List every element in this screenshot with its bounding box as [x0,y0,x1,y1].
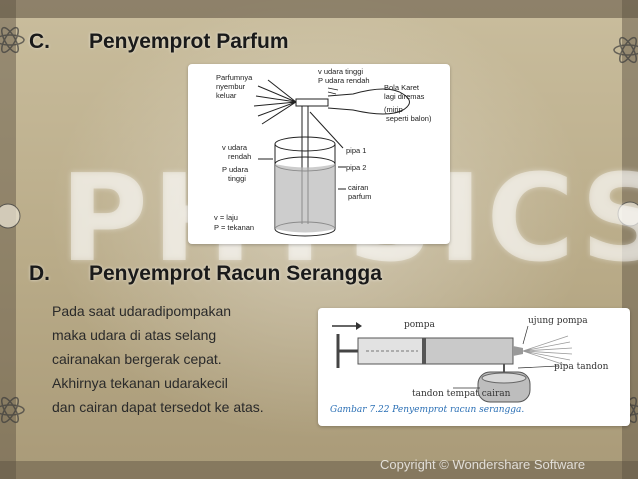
body-line: Akhirnya tekanan udarakecil [52,375,228,391]
copyright-text: Copyright © Wondershare Software [380,457,586,472]
label-ujung-pompa: ujung pompa [528,316,588,326]
label-pipa-1: pipa 1 [346,146,367,155]
label-cairan-2: parfum [348,192,372,201]
label-parfum-keluar-2: nyembur [216,82,246,91]
label-pompa: pompa [404,320,435,330]
label-v-rendah-1: v udara [222,143,248,152]
body-paragraph: Pada saat udaradipompakan maka udara di … [52,299,264,419]
label-legend-v: v = laju [214,213,238,222]
label-pipa-tandon: pipa tandon [554,362,609,372]
label-bola-karet-4: seperti balon) [386,114,432,123]
body-line: maka udara di atas selang [52,327,217,343]
label-v-rendah-3: P udara [222,165,249,174]
body-line: Pada saat udaradipompakan [52,303,232,319]
label-bola-karet-1: Bola Karet [384,83,420,92]
label-v-rendah-4: tinggi [228,174,246,183]
label-parfum-keluar-1: Parfumnya [216,73,253,82]
label-v-rendah-2: rendah [228,152,252,161]
label-pipa-2: pipa 2 [346,163,367,172]
section-c-title: Penyemprot Parfum [89,30,289,53]
section-c-letter: C. [29,30,50,53]
insect-sprayer-diagram [332,322,573,403]
label-bola-karet-2: lagi diremas [384,92,425,101]
section-d-heading: D. Penyemprot Racun Serangga [29,262,382,286]
label-legend-p: P = tekanan [214,223,255,232]
label-v-tinggi-1: v udara tinggi [318,67,364,76]
insect-sprayer-figure: pompa ujung pompa pipa tandon tandon tem… [318,308,630,426]
perfume-sprayer-diagram [253,79,410,237]
label-parfum-keluar-3: keluar [216,91,237,100]
figure-caption: Gambar 7.22 Penyemprot racun serangga. [330,405,525,415]
body-line: cairanakan bergerak cepat. [52,351,222,367]
label-cairan-1: cairan [348,183,369,192]
section-c-heading: C. Penyemprot Parfum [29,30,289,54]
label-v-tinggi-2: P udara rendah [318,76,370,85]
label-tandon: tandon tempat cairan [412,389,511,399]
section-d-title: Penyemprot Racun Serangga [89,262,382,285]
section-d-letter: D. [29,262,50,285]
body-line: dan cairan dapat tersedot ke atas. [52,399,264,415]
perfume-sprayer-figure: Parfumnya nyembur keluar v udara tinggi … [188,64,450,244]
label-bola-karet-3: (mirip [384,105,403,114]
